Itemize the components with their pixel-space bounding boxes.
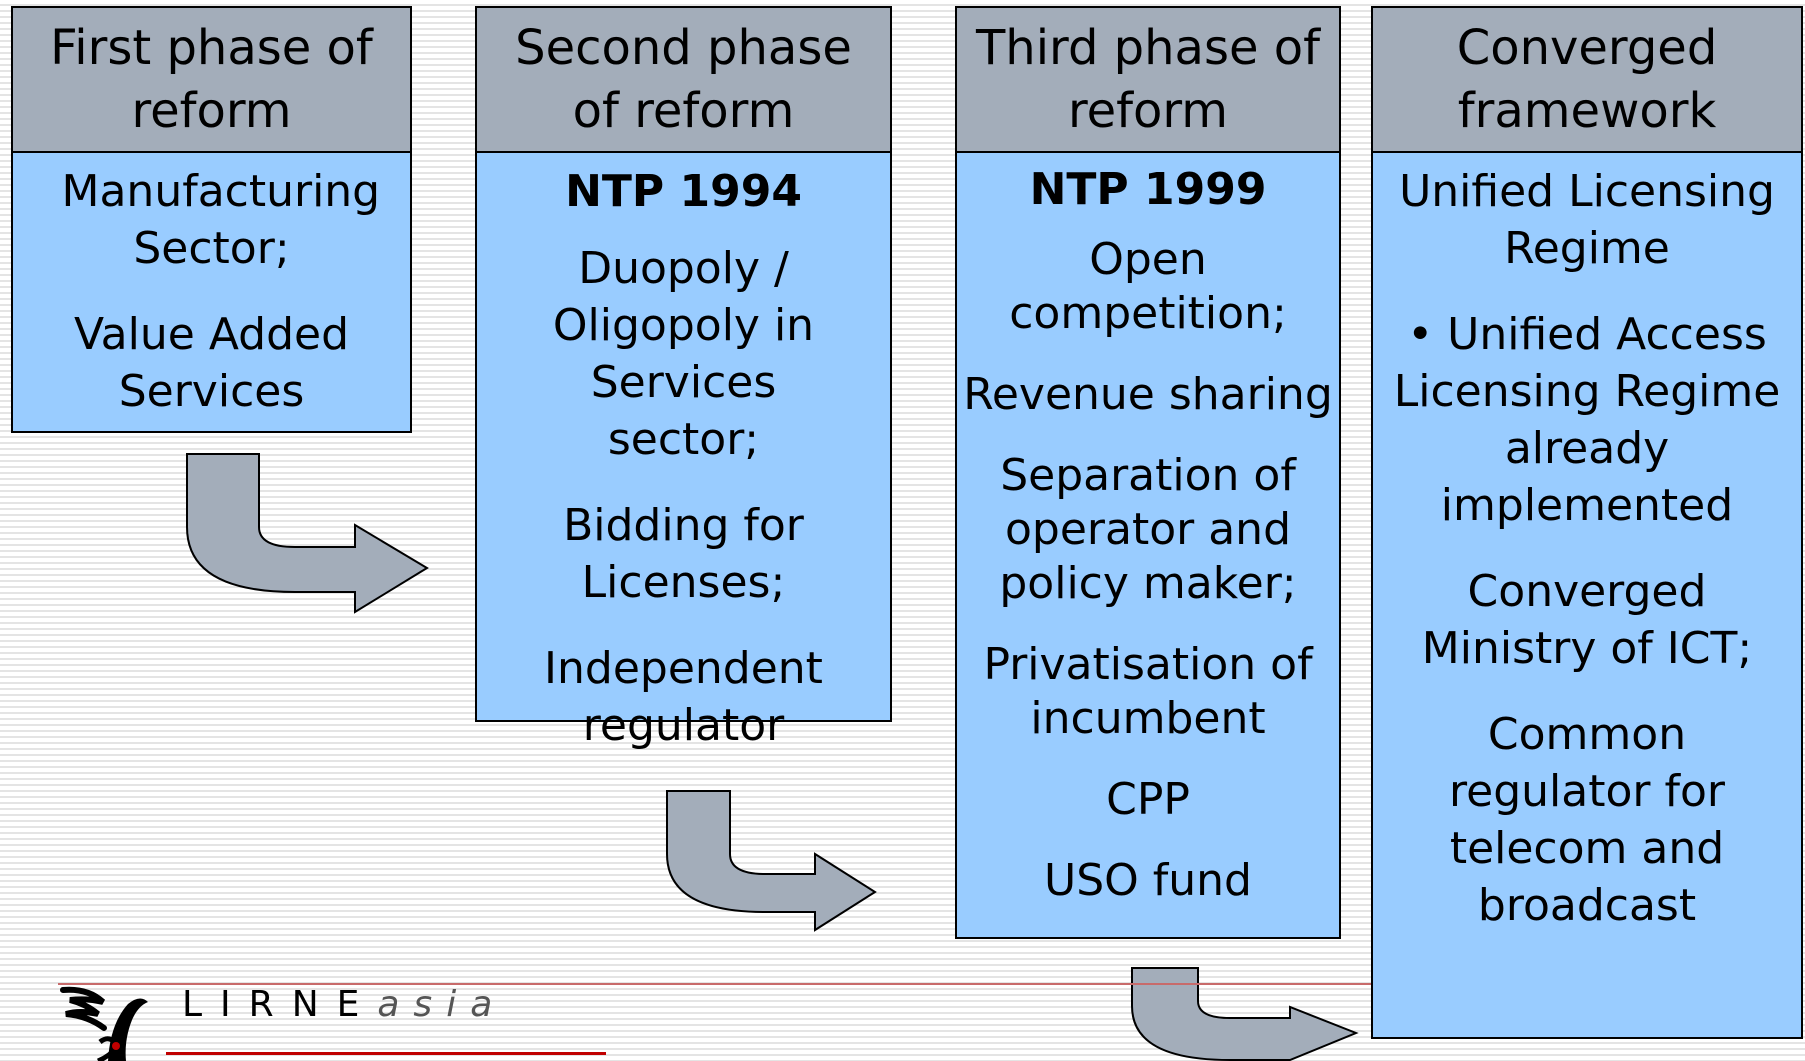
phase-header-1-text: First phase of reform [50,19,373,139]
phase-1-item: Manufacturing Sector; [61,166,381,274]
phase-header-4: Converged framework [1371,6,1803,153]
phase-3-item: Privatisation of incumbent [983,639,1313,744]
phase-body-4: Unified Licensing Regime • Unified Acces… [1371,153,1803,1039]
logo-underline [166,1052,606,1055]
phase-2-item: Bidding for Licenses; [563,500,804,608]
phase-4-item: Common regulator for telecom and broadca… [1449,709,1725,931]
divider-line [58,983,1371,985]
phase-3-item: USO fund [1044,855,1252,906]
logo-text-suffix: asia [377,984,507,1025]
phase-header-1: First phase of reform [11,6,412,153]
phase-body-1: Manufacturing Sector; Value Added Servic… [11,153,412,433]
curved-right-arrow-icon [666,790,877,932]
phase-3-item: CPP [1106,774,1190,825]
phase-2-item: Independent regulator [544,643,823,751]
curved-right-arrow-icon [1131,967,1359,1061]
phase-header-3: Third phase of reform [955,6,1341,153]
phase-header-2-text: Second phase of reform [515,19,852,139]
logo-text: LIRNEasia [182,984,506,1025]
phase-2-policy-title: NTP 1994 [565,166,802,217]
phase-1-item: Value Added Services [74,309,349,417]
phase-body-2: NTP 1994 Duopoly / Oligopoly in Services… [475,153,892,751]
phase-3-item: Open competition; [1009,234,1287,339]
lirneasia-bird-icon [60,986,148,1061]
lirneasia-logo: LIRNEasia [58,984,618,1061]
phase-3-item: Separation of operator and policy maker; [999,450,1297,609]
phase-header-3-text: Third phase of reform [975,19,1321,139]
phase-header-4-text: Converged framework [1456,19,1718,139]
phase-4-item: Unified Licensing Regime [1399,166,1775,274]
phase-4-item: • Unified Access Licensing Regime alread… [1393,309,1781,531]
phase-3-policy-title: NTP 1999 [1029,164,1267,215]
curved-right-arrow-icon [186,453,429,614]
logo-text-main: LIRNE [182,984,378,1025]
phase-header-2: Second phase of reform [475,6,892,153]
phase-3-item: Revenue sharing [963,369,1333,420]
phase-4-item: Converged Ministry of ICT; [1421,566,1753,674]
phase-2-item: Duopoly / Oligopoly in Services sector; [552,243,815,465]
phase-body-3: NTP 1999 Open competition; Revenue shari… [955,153,1341,939]
